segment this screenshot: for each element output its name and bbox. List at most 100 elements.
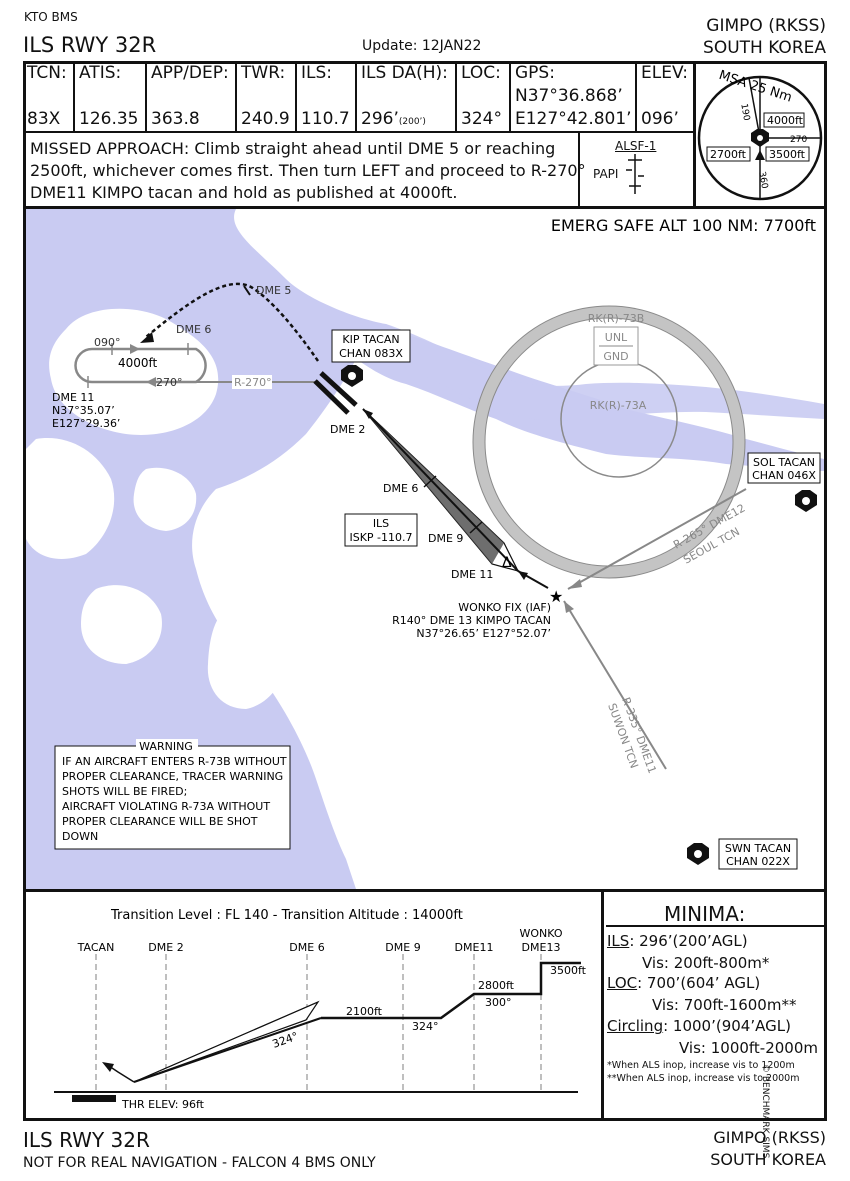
footer-airport: GIMPO (RKSS)	[713, 1128, 826, 1147]
minima-title: MINIMA:	[664, 902, 746, 926]
ils-box-freq: ISKP -110.7	[349, 531, 412, 544]
minima-note-1: *When ALS inop, increase vis to 1200m	[607, 1060, 795, 1071]
ils-localizer-feather	[362, 408, 520, 572]
minima-loc: LOC: 700’(604’ AGL)	[607, 974, 761, 992]
tacan-symbol-icon	[751, 129, 769, 147]
transition-level: Transition Level : FL 140 - Transition A…	[110, 908, 463, 923]
minima-circling: Circling: 1000’(904’AGL)	[607, 1017, 791, 1035]
minima-note-2: **When ALS inop, increase vis to 2000m	[607, 1073, 800, 1084]
profile-dme9: DME 9	[385, 941, 420, 954]
plan-dme11: DME 11	[451, 568, 493, 581]
profile-view: Transition Level : FL 140 - Transition A…	[54, 908, 587, 1111]
papi-label: PAPI	[593, 167, 619, 181]
missed-approach-line1: MISSED APPROACH: Climb straight ahead un…	[30, 139, 556, 158]
comms-row: TCN:83X ATIS:126.35 APP/DEP:363.8 TWR:24…	[23, 61, 695, 133]
dme11-lat: N37°35.07’	[52, 404, 115, 417]
msa-brg-360: 360	[756, 171, 769, 190]
islands	[26, 308, 287, 709]
wonko-name: WONKO FIX (IAF)	[458, 601, 551, 614]
profile-dme11: DME11	[455, 941, 494, 954]
hold-inbound: 090°	[94, 336, 121, 349]
alsf-label: ALSF-1	[615, 139, 657, 153]
alt-2100: 2100ft	[346, 1005, 383, 1018]
profile-dme2: DME 2	[148, 941, 183, 954]
info-divider	[23, 206, 827, 209]
minima-ils: ILS: 296’(200’AGL)	[607, 932, 748, 950]
restricted-r73b	[473, 306, 745, 578]
dme5-label: DME 5	[256, 284, 291, 297]
hold-altitude: 4000ft	[118, 356, 158, 370]
msa-alt-ne: 4000ft	[767, 114, 804, 127]
airport-name: GIMPO (RKSS)	[706, 16, 826, 36]
footer-disclaimer: NOT FOR REAL NAVIGATION - FALCON 4 BMS O…	[23, 1155, 376, 1171]
minima-title-rule	[606, 925, 824, 927]
comm-ils: ILS:110.7	[297, 61, 357, 131]
wonko-radial: R140° DME 13 KIMPO TACAN	[392, 614, 551, 627]
comm-ils-da: ILS DA(H): 296’(200’)	[357, 61, 457, 131]
footer-country: SOUTH KOREA	[710, 1150, 826, 1169]
profile-dme6: DME 6	[289, 941, 324, 954]
wonko-coords: N37°26.65’ E127°52.07’	[416, 627, 551, 640]
msa-brg-190: 190	[738, 103, 751, 122]
update-date: Update: 12JAN22	[362, 38, 482, 54]
comm-atis: ATIS:126.35	[75, 61, 147, 131]
comm-twr: TWR:240.9	[237, 61, 297, 131]
profile-tacan: TACAN	[77, 941, 115, 954]
missed-approach-line3: DME11 KIMPO tacan and hold as published …	[30, 183, 458, 202]
alt-2800: 2800ft	[478, 979, 515, 992]
sol-tacan-label: SOL TACAN	[753, 456, 815, 469]
kip-tacan-chan: CHAN 083X	[339, 347, 403, 360]
lighting-divider	[578, 133, 580, 208]
profile-wonko: WONKO	[519, 927, 562, 940]
msa-diagram: MSA 25 Nm 4000ft 2700ft 3500ft 190 270 3…	[697, 68, 823, 201]
warning-line-1: IF AN AIRCRAFT ENTERS R-73B WITHOUT	[62, 755, 287, 768]
comm-tcn: TCN:83X	[23, 61, 75, 131]
chart-title: ILS RWY 32R	[23, 33, 157, 57]
runway-symbol	[313, 371, 358, 415]
kip-tacan-label: KIP TACAN	[342, 333, 399, 346]
warning-line-5: PROPER CLEARANCE WILL BE SHOT	[62, 815, 258, 828]
plan-dme6: DME 6	[383, 482, 418, 495]
alt-3500: 3500ft	[550, 964, 587, 977]
dme11-fix: DME 11	[52, 391, 94, 404]
plan-view: EMERG SAFE ALT 100 NM: 7700ft RK(R)-73B …	[26, 209, 824, 889]
swn-tacan-label: SWN TACAN	[725, 842, 791, 855]
emerg-safe-alt: EMERG SAFE ALT 100 NM: 7700ft	[551, 216, 816, 235]
hold-outbound: 270°	[156, 376, 183, 389]
warning-line-3: SHOTS WILL BE FIRED;	[62, 785, 187, 798]
ils-triangle: Δ	[502, 555, 512, 571]
missed-approach-line2: 2500ft, whichever comes first. Then turn…	[30, 161, 586, 180]
crs-324a: 324°	[412, 1020, 439, 1033]
r270-label: R-270°	[234, 376, 272, 389]
swn-tacan-chan: CHAN 022X	[726, 855, 790, 868]
country-name: SOUTH KOREA	[703, 38, 826, 58]
wonko-fix-icon: ★	[549, 587, 563, 606]
warning-title: WARNING	[139, 740, 193, 753]
profile-dme13: DME13	[522, 941, 561, 954]
warning-line-6: DOWN	[62, 830, 98, 843]
kip-tacan-icon	[341, 365, 363, 387]
warning-line-4: AIRCRAFT VIOLATING R-73A WITHOUT	[62, 800, 270, 813]
holding-pattern	[74, 343, 207, 388]
msa-divider	[693, 61, 696, 209]
thr-elev: THR ELEV: 96ft	[121, 1098, 205, 1111]
plan-dme9: DME 9	[428, 532, 463, 545]
comm-elev: ELEV:096’	[641, 63, 688, 129]
comm-gps: GPS: N37°36.868’ E127°42.801’	[511, 61, 637, 131]
minima-ils-vis: Vis: 200ft-800m*	[642, 954, 770, 972]
minima-loc-vis: Vis: 700ft-1600m**	[652, 996, 797, 1014]
r73b-upper: UNL	[605, 331, 628, 344]
comm-appdep: APP/DEP:363.8	[147, 61, 237, 131]
runway-profile	[72, 1095, 116, 1102]
ils-box-label: ILS	[373, 517, 389, 530]
msa-alt-w: 2700ft	[710, 148, 747, 161]
msa-brg-270: 270	[790, 135, 807, 145]
msa-alt-e: 3500ft	[769, 148, 806, 161]
hold-dme6: DME 6	[176, 323, 211, 336]
water-area	[26, 209, 824, 889]
warning-line-2: PROPER CLEARANCE, TRACER WARNING	[62, 770, 283, 783]
alsf-symbol-icon	[626, 154, 644, 194]
sol-tacan-icon	[795, 490, 817, 512]
profile-descent-path	[321, 961, 581, 1020]
footer-title: ILS RWY 32R	[23, 1128, 150, 1152]
